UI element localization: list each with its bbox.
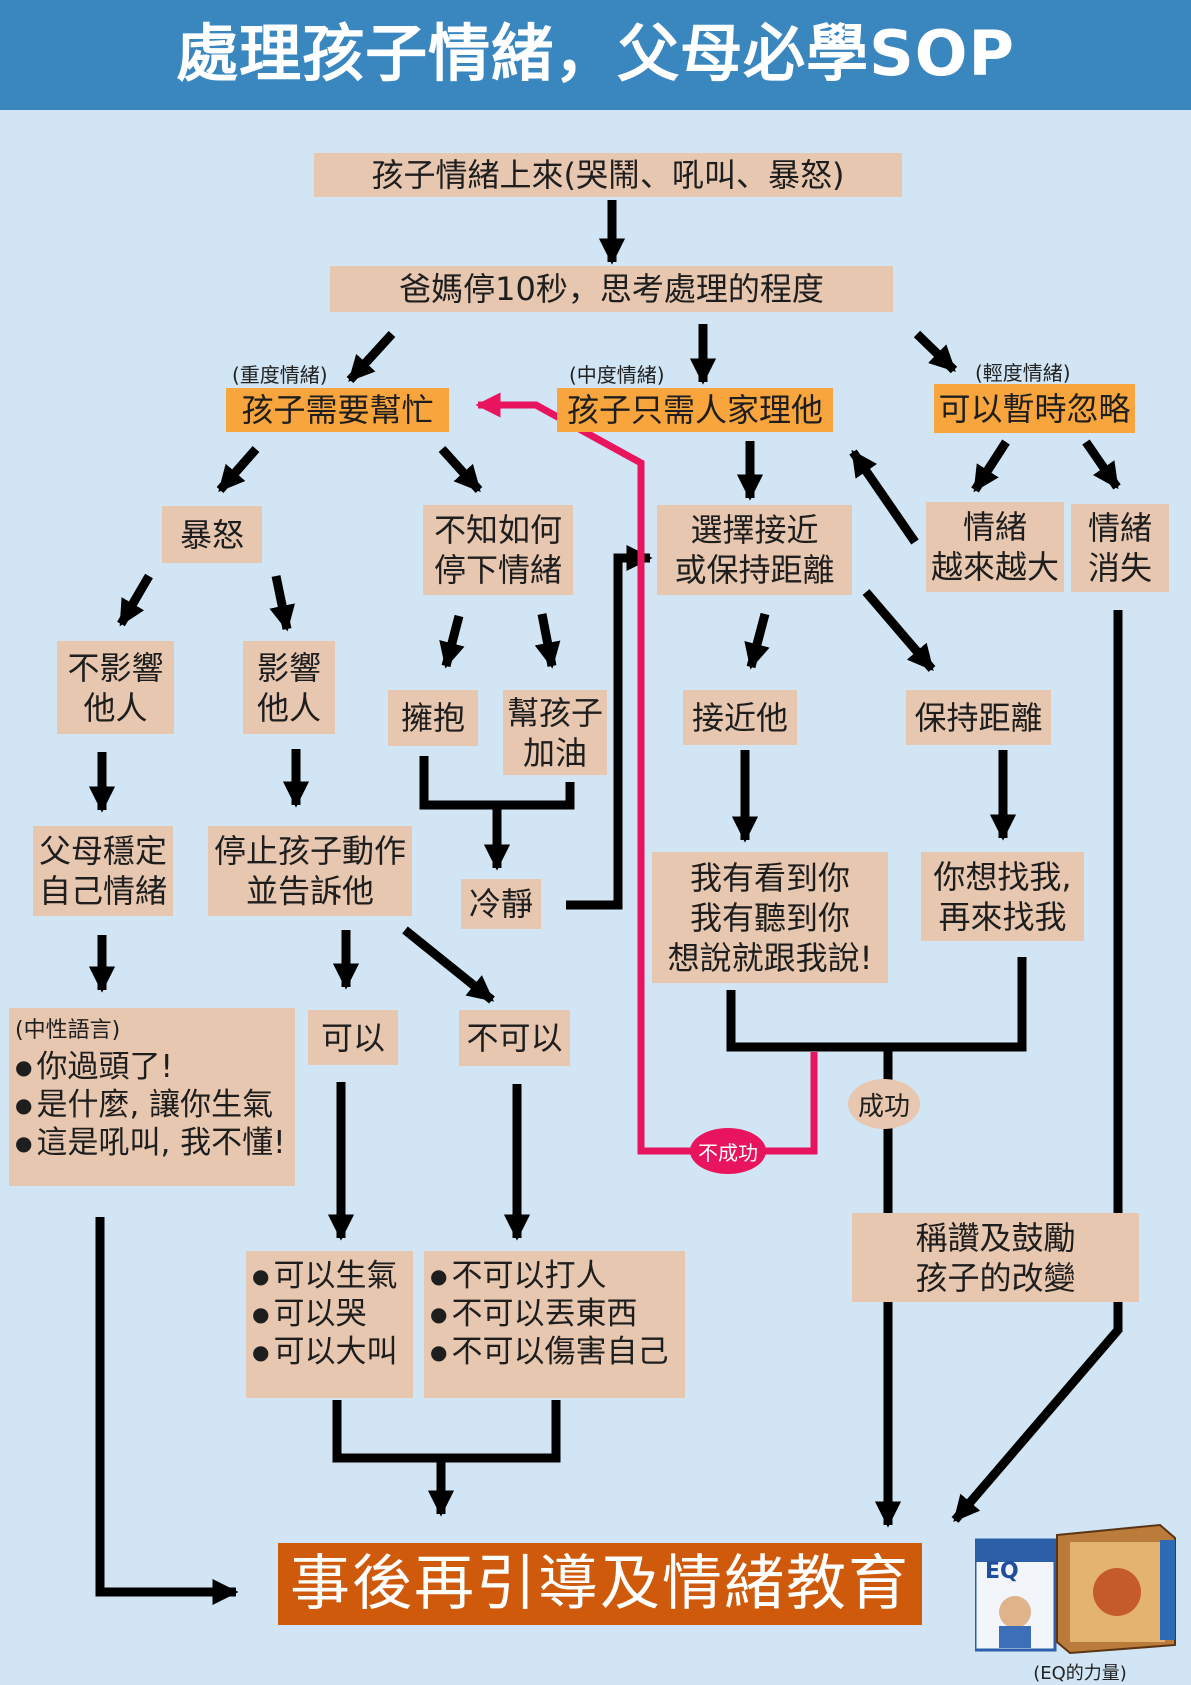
book-cover-box-set — [1056, 1523, 1176, 1655]
neutral-language-title: (中性語言) — [15, 1018, 121, 1043]
arrow-to-affect — [269, 575, 296, 632]
node-can-list: 可以生氣 可以哭 可以大叫 — [246, 1251, 413, 1398]
severe-tag: (重度情緒) — [232, 363, 328, 387]
node-emotion-escalates: 情緒 越來越大 — [926, 502, 1064, 592]
arrow-to-no-affect — [117, 573, 153, 627]
arrow-to-cant-stop — [438, 445, 483, 494]
node-guide-and-emotion-education: 事後再引導及情緒教育 — [278, 1543, 922, 1625]
can-item: 可以生氣 — [252, 1257, 407, 1295]
arrow-to-escalate — [971, 439, 1010, 493]
arrow-to-vanish — [1082, 439, 1121, 490]
node-child-emotion-rises: 孩子情緒上來(哭鬧、吼叫、暴怒) — [314, 153, 902, 197]
book-caption: (EQ的力量) — [1033, 1663, 1127, 1684]
fail-label: 不成功 — [690, 1128, 766, 1174]
neutral-item: 你過頭了! — [15, 1048, 289, 1086]
node-moderate-needs-attention: 孩子只需人家理他 — [557, 388, 833, 432]
node-mild-ignore: 可以暫時忽略 — [934, 384, 1135, 433]
connector-see-hear-find-me — [726, 957, 1027, 1052]
node-hug: 擁抱 — [388, 690, 478, 746]
node-stop-action-and-tell: 停止孩子動作 並告訴他 — [208, 826, 412, 916]
svg-text:EQ: EQ — [985, 1559, 1019, 1584]
arrow-to-distance — [862, 589, 936, 672]
connector-can-cannot-lists — [332, 1400, 561, 1463]
node-choose-approach-or-distance: 選擇接近 或保持距離 — [657, 505, 852, 595]
neutral-item: 是什麼, 讓你生氣 — [15, 1086, 289, 1124]
moderate-tag: (中度情緒) — [569, 363, 665, 387]
node-cannot-list: 不可以打人 不可以丟東西 不可以傷害自己 — [424, 1251, 685, 1398]
arrow-calm-to-choose — [566, 544, 653, 910]
cannot-item: 不可以丟東西 — [430, 1295, 679, 1333]
can-item: 可以大叫 — [252, 1333, 407, 1371]
arrow-to-cheer — [534, 613, 561, 669]
can-item: 可以哭 — [252, 1295, 407, 1333]
arrow-escalate-to-moderate — [849, 449, 919, 545]
node-parent-stay-calm: 父母穩定 自己情緒 — [33, 826, 173, 916]
node-i-see-hear-you: 我有看到你 我有聽到你 想說就跟我說! — [652, 852, 888, 983]
node-neutral-language: (中性語言) 你過頭了! 是什麼, 讓你生氣 這是吼叫, 我不懂! — [9, 1008, 295, 1186]
node-cant-stop-emotion: 不知如何 停下情緒 — [423, 505, 573, 595]
node-no-affect-others: 不影響 他人 — [57, 641, 174, 734]
node-calm-down: 冷靜 — [461, 879, 541, 929]
book-cover-eq: EQ — [975, 1538, 1057, 1652]
book-covers-image: EQ — [975, 1523, 1176, 1655]
page-title: 處理孩子情緒，父母必學SOP — [176, 17, 1015, 90]
neutral-item: 這是吼叫, 我不懂! — [15, 1124, 289, 1162]
node-rage: 暴怒 — [162, 506, 262, 563]
node-keep-distance: 保持距離 — [906, 690, 1051, 745]
success-label: 成功 — [848, 1079, 920, 1129]
arrow-to-mild — [913, 330, 958, 374]
title-bar: 處理孩子情緒，父母必學SOP — [0, 0, 1191, 110]
node-affect-others: 影響 他人 — [243, 641, 335, 734]
cannot-item: 不可以傷害自己 — [430, 1333, 679, 1371]
mild-tag: (輕度情緒) — [975, 361, 1071, 385]
arrow-fail-to-severe — [475, 392, 818, 1155]
arrow-to-approach — [744, 612, 770, 670]
node-can: 可以 — [308, 1010, 398, 1065]
arrow-to-severe — [346, 330, 396, 384]
node-parent-pause: 爸媽停10秒，思考處理的程度 — [330, 266, 893, 312]
arrow-neutral-to-final — [95, 1217, 239, 1606]
node-cannot: 不可以 — [459, 1010, 570, 1066]
arrow-vanish-to-final — [951, 610, 1123, 1523]
arrow-to-hug — [439, 614, 465, 669]
arrow-to-cannot — [402, 926, 495, 1004]
node-cheer-child: 幫孩子 加油 — [503, 690, 607, 775]
node-praise-and-encourage: 稱讚及鼓勵 孩子的改變 — [852, 1213, 1139, 1302]
arrow-to-rage — [216, 446, 260, 493]
cannot-item: 不可以打人 — [430, 1257, 679, 1295]
node-emotion-vanishes: 情緒 消失 — [1071, 504, 1169, 592]
node-approach: 接近他 — [683, 690, 797, 745]
node-find-me-later: 你想找我, 再來找我 — [921, 852, 1084, 941]
node-severe-needs-help: 孩子需要幫忙 — [226, 388, 449, 432]
